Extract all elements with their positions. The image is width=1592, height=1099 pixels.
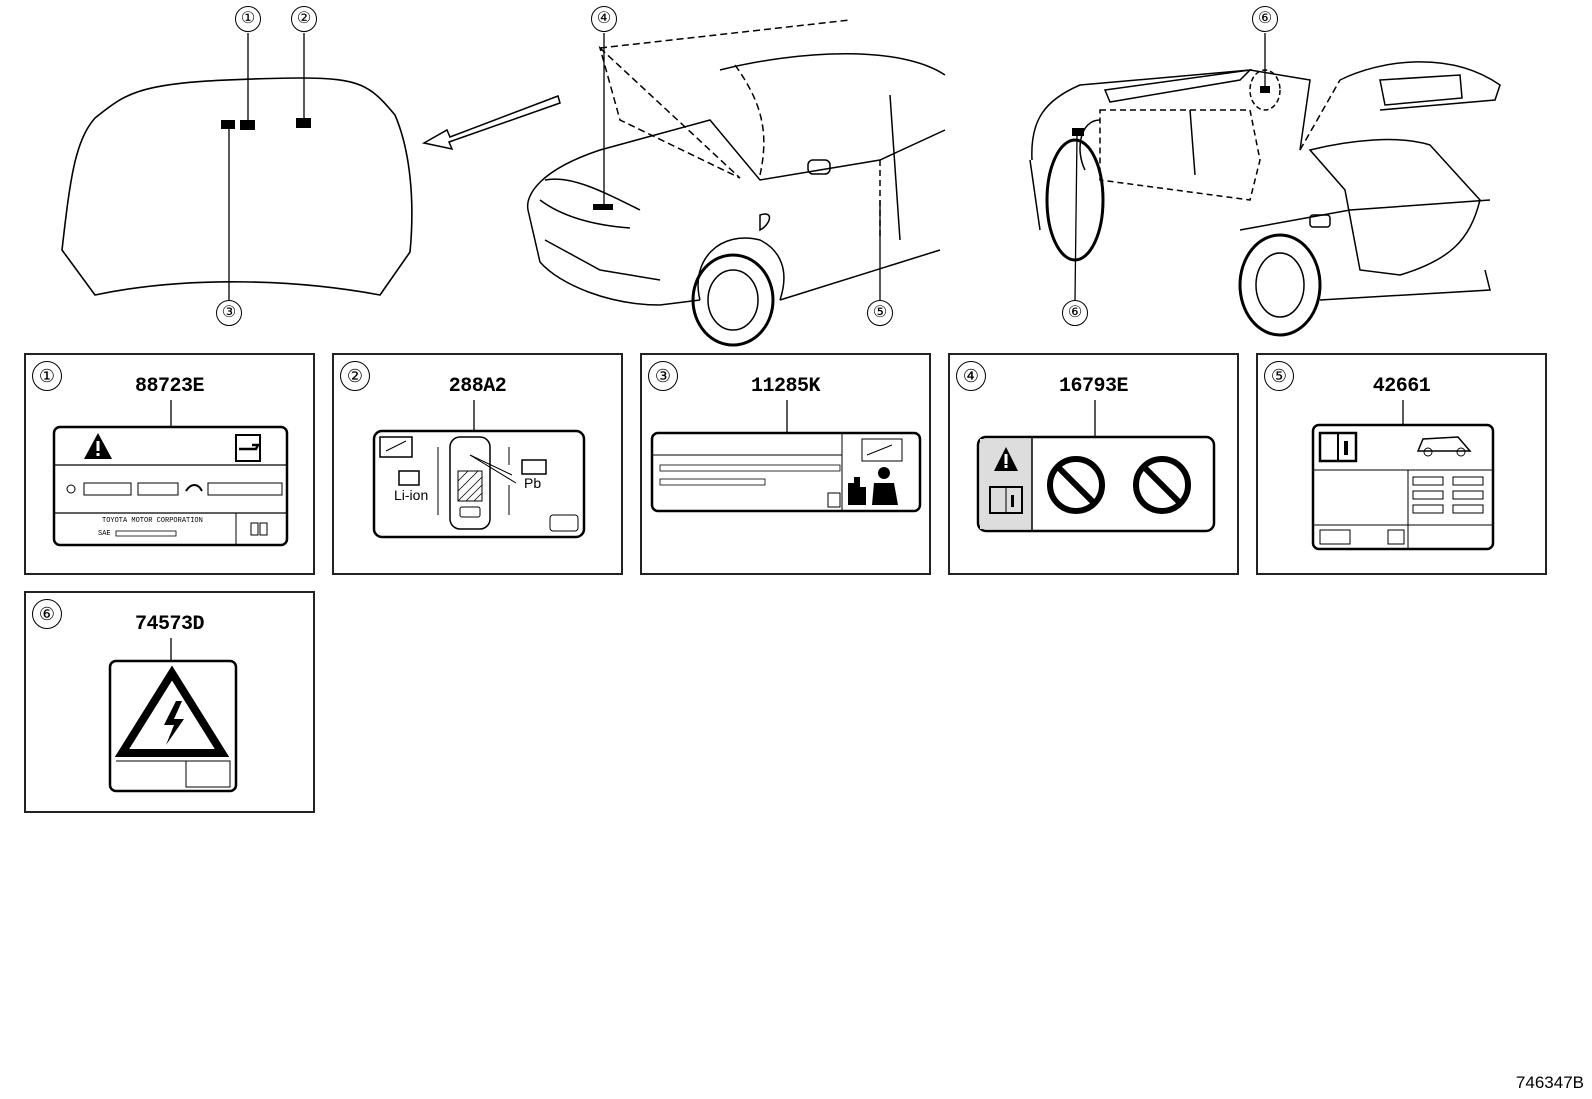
label-location-3 <box>221 120 235 129</box>
no-child-seat-icon <box>1047 456 1191 514</box>
callout-6-top: ⑥ <box>1252 6 1278 32</box>
hood-drawing <box>61 33 561 300</box>
label-panel-5: ⑤ 42661 <box>1256 353 1547 575</box>
part-number: 16793E <box>1058 375 1129 398</box>
part-number: 42661 <box>1372 375 1431 398</box>
panel-number: ③ <box>648 361 678 391</box>
callout-4: ④ <box>591 6 617 32</box>
book-info-icon <box>989 486 1023 514</box>
panel-number: ⑥ <box>32 599 62 629</box>
panel-number: ② <box>340 361 370 391</box>
pb-label: Pb <box>524 475 542 491</box>
callout-6-bottom: ⑥ <box>1062 300 1088 326</box>
li-ion-label: Li-ion <box>394 487 429 503</box>
callout-2: ② <box>291 6 317 32</box>
stop-hand-icon <box>848 477 866 505</box>
panel-number: ④ <box>956 361 986 391</box>
panel-number: ① <box>32 361 62 391</box>
sae-text: SAE <box>98 530 111 538</box>
diagram-id: 746347B <box>1515 1073 1584 1092</box>
book-manual-icon <box>379 436 413 458</box>
wrench-manual-icon <box>235 434 261 462</box>
high-voltage-icon <box>114 665 230 757</box>
panel-number: ⑤ <box>1264 361 1294 391</box>
car-outline-icon <box>1416 436 1472 457</box>
label-location-1 <box>240 120 255 130</box>
label-panel-2: ② 288A2 Li-ion Pb <box>332 353 623 575</box>
label-panel-4: ④ 16793E <box>948 353 1239 575</box>
book-manual-icon <box>861 438 903 462</box>
part-number: 88723E <box>134 375 205 398</box>
front-car-drawing <box>526 19 946 347</box>
label-panel-3: ③ 11285K <box>640 353 931 575</box>
part-number: 11285K <box>750 375 821 398</box>
label-location-2 <box>296 118 311 128</box>
callout-5: ⑤ <box>867 300 893 326</box>
callout-1: ① <box>235 6 261 32</box>
book-info-icon <box>1318 431 1358 463</box>
label-panel-1: ① 88723E TOYOTA MOTOR CORPORATION SAE <box>24 353 315 575</box>
direction-arrow-icon <box>421 95 561 151</box>
maker-text: TOYOTA MOTOR CORPORATION <box>102 517 203 525</box>
battery-icon <box>398 459 547 486</box>
warning-triangle-icon <box>84 433 112 459</box>
label-panel-6: ⑥ 74573D <box>24 591 315 813</box>
callout-3: ③ <box>216 300 242 326</box>
part-number: 74573D <box>134 613 205 636</box>
warning-triangle-icon <box>994 447 1018 471</box>
part-number: 288A2 <box>448 375 507 398</box>
rear-car-drawing <box>1029 33 1501 337</box>
